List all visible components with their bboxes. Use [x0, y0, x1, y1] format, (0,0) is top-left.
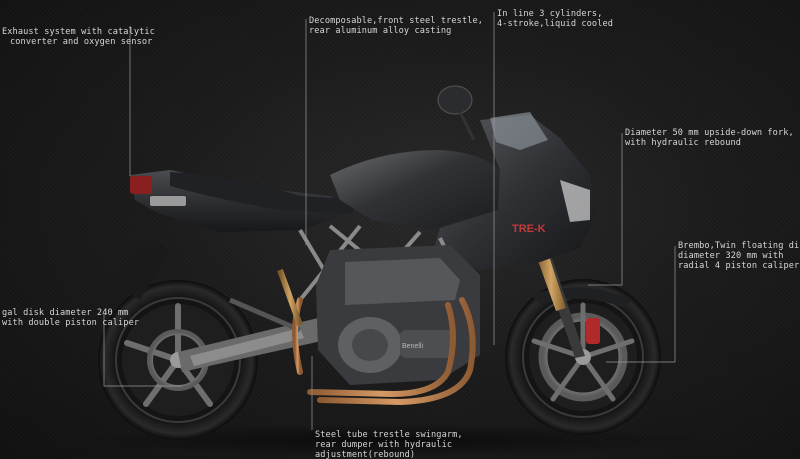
windscreen [490, 112, 548, 150]
front-fairing [430, 115, 595, 270]
callout-leader-lines [103, 12, 676, 430]
callout-brake-front: Brembo,Twin floating disk diameter 320 m… [678, 241, 800, 271]
seat [170, 172, 360, 214]
mirror [437, 85, 476, 141]
fairing-logo: TRE-K [512, 223, 546, 235]
callout-frame: Decomposable,front steel trestle, rear a… [309, 16, 484, 36]
front-fork [534, 240, 585, 358]
ground-shadow [70, 424, 710, 456]
leader-brake-front [606, 246, 676, 363]
engine-block: Benelli [316, 245, 480, 385]
exhaust-headers [292, 297, 476, 406]
callout-swingarm: Steel tube trestle swingarm, rear dumper… [315, 430, 463, 459]
fuel-tank [330, 150, 500, 230]
engine-badge: Benelli [402, 343, 423, 350]
callout-brake-rear: gal disk diameter 240 mm with double pis… [2, 308, 140, 328]
callout-exhaust: Exhaust system with catalytic converter … [2, 27, 155, 47]
callout-engine: In line 3 cylinders, 4-stroke,liquid coo… [497, 9, 614, 29]
callout-fork: Diameter 50 mm upside-down fork, with hy… [625, 128, 794, 148]
headlight [560, 180, 590, 222]
rear-shock [277, 268, 303, 327]
tail-light [130, 176, 152, 194]
front-brake-caliper [586, 318, 600, 344]
leader-brake-rear [103, 314, 182, 387]
leader-fork [588, 133, 623, 286]
rear-mudguard [110, 238, 170, 300]
front-wheel [505, 279, 661, 435]
swingarm [178, 297, 326, 372]
exhaust-muffler-end [150, 196, 186, 206]
